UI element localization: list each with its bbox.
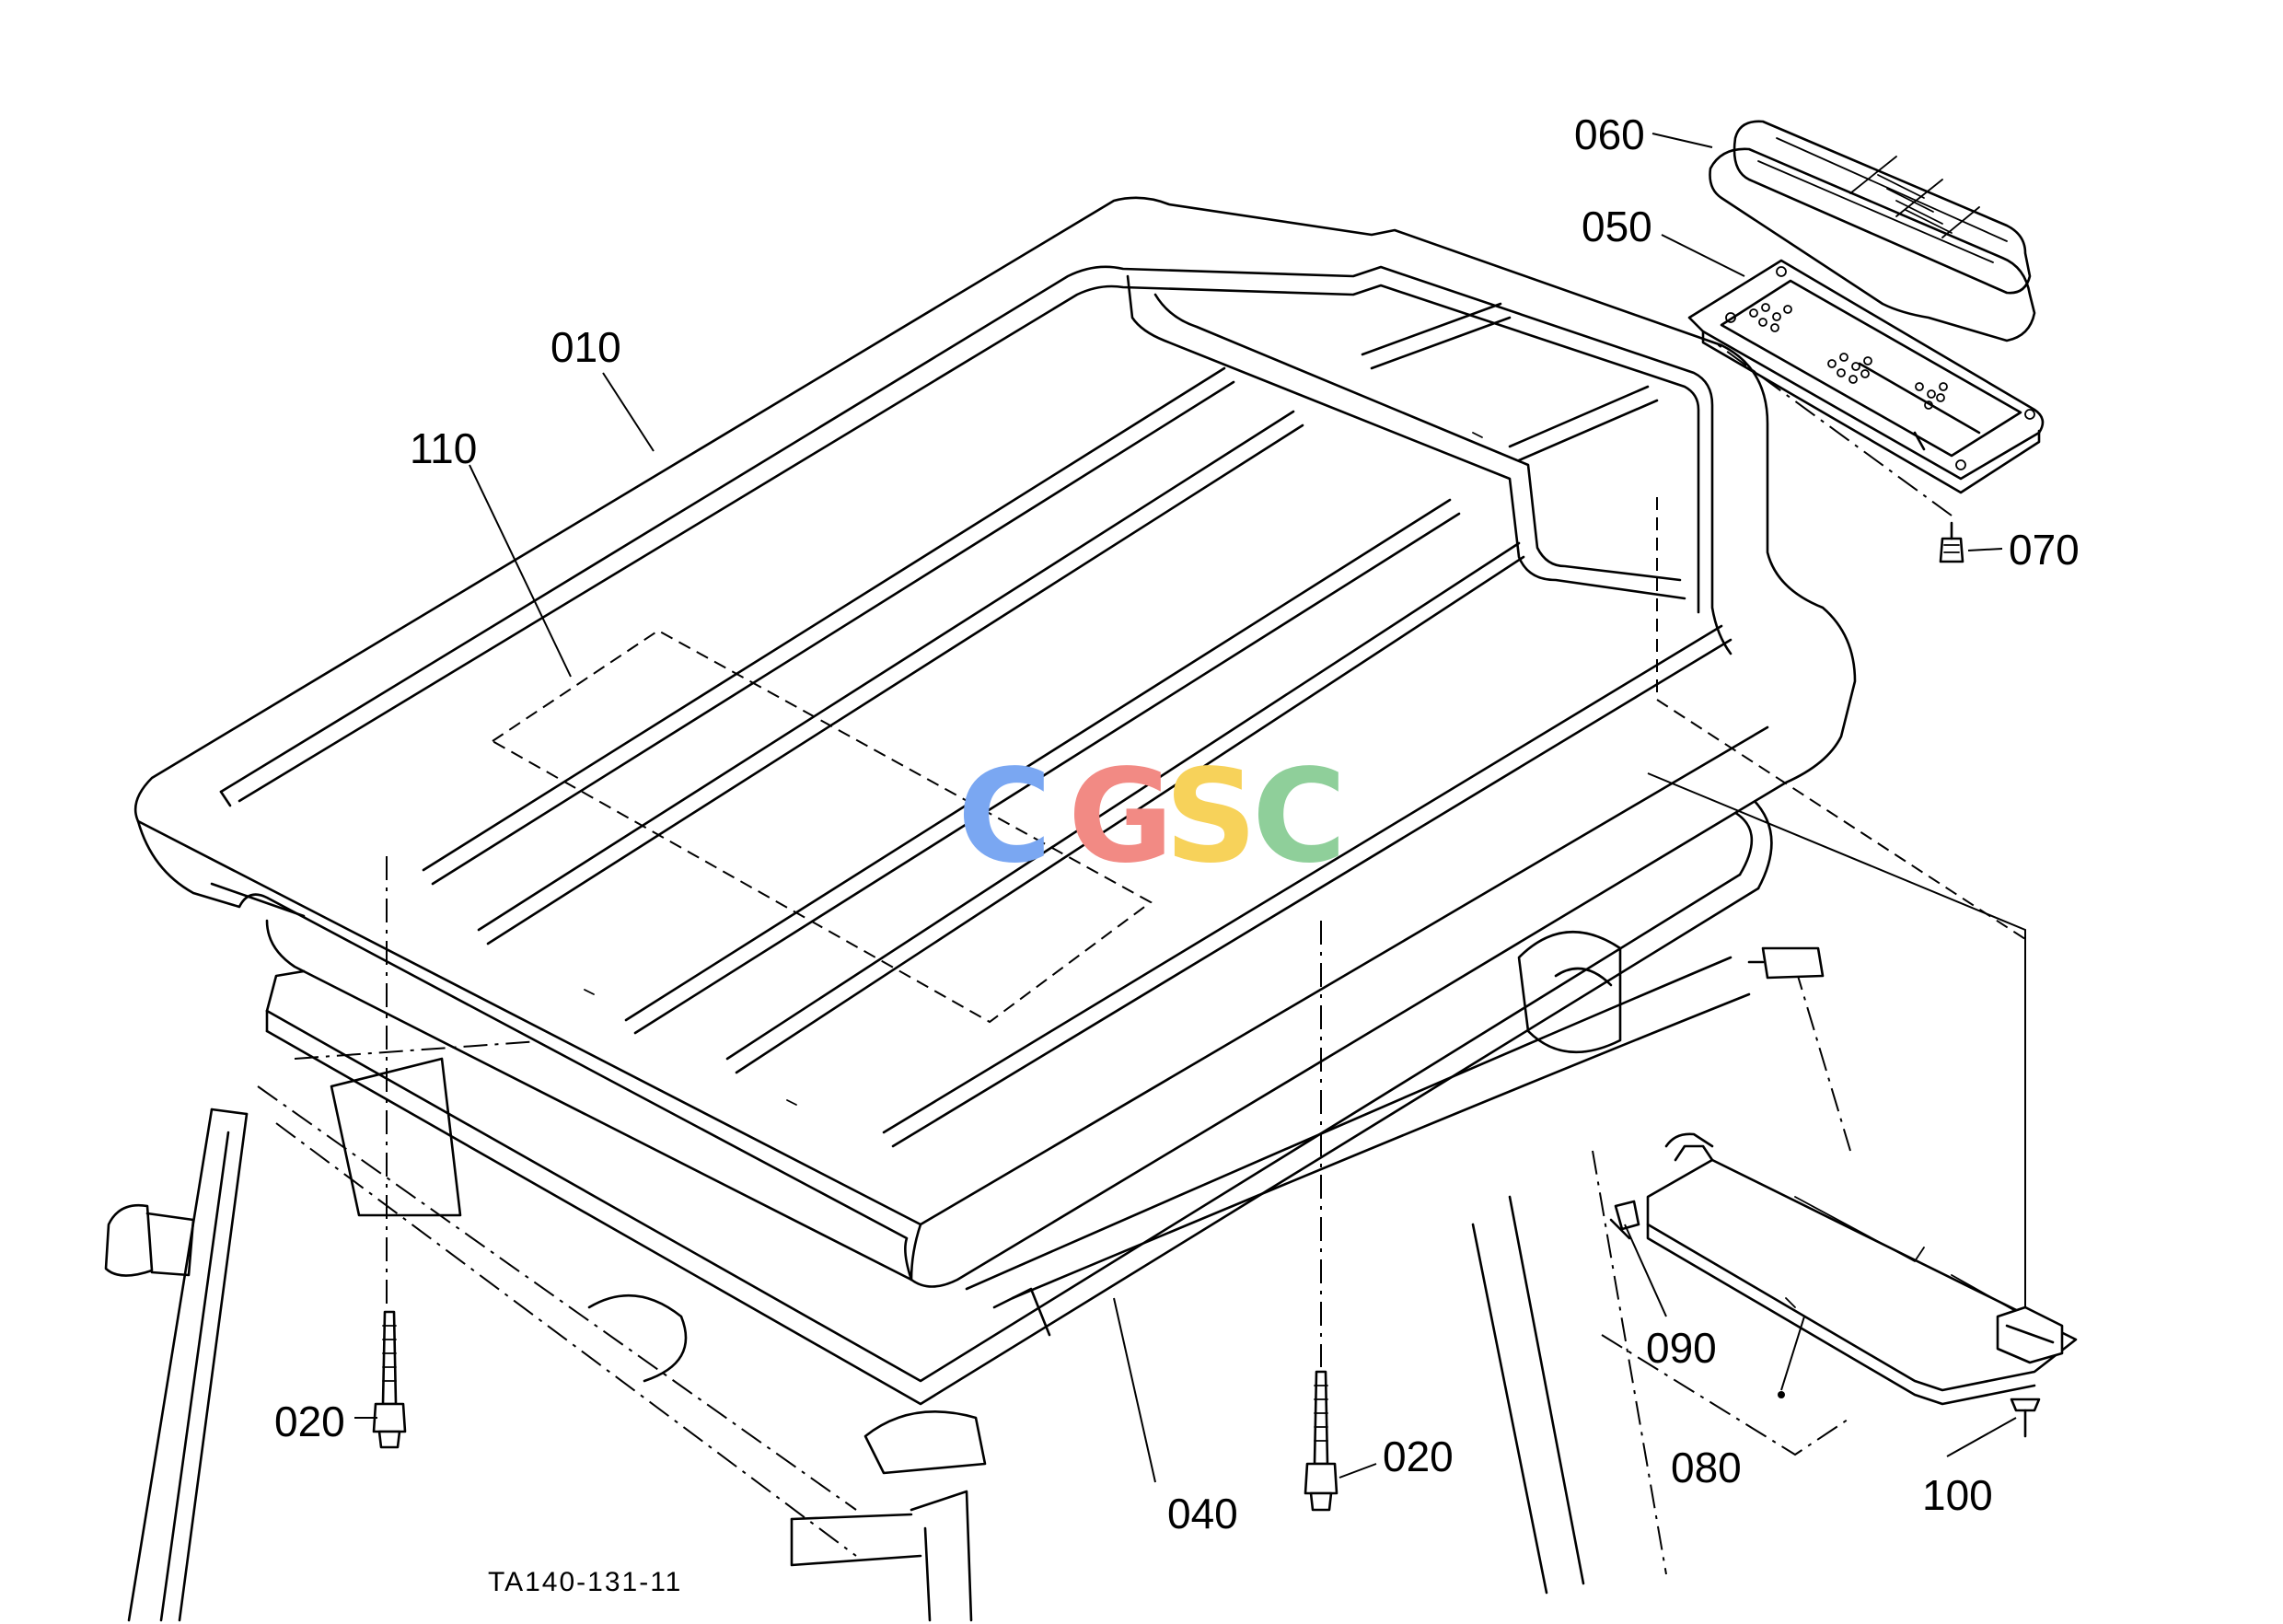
label-010: 010 xyxy=(550,323,621,371)
watermark-letter-c1: C xyxy=(957,742,1052,892)
watermark-letter-c2: C xyxy=(1252,742,1347,892)
label-100: 100 xyxy=(1922,1471,1993,1519)
seal-040-shape xyxy=(265,790,1773,1406)
label-080: 080 xyxy=(1671,1444,1742,1491)
bolt-020-left-shape xyxy=(372,1310,407,1449)
watermark: C G S C xyxy=(957,742,1347,892)
label-040: 040 xyxy=(1167,1490,1238,1537)
assembly-lines xyxy=(386,340,2026,1456)
hinge-bracket-shape xyxy=(1609,1132,2078,1438)
label-060: 060 xyxy=(1574,110,1645,158)
label-070: 070 xyxy=(2009,526,2080,574)
label-090: 090 xyxy=(1646,1324,1717,1372)
bolt-020-right-shape xyxy=(1304,1370,1339,1512)
lens-060-shape xyxy=(1709,120,2036,342)
watermark-letter-g: G xyxy=(1068,742,1174,892)
part-labels: 010 110 060 050 070 020 020 040 090 080 … xyxy=(274,110,2080,1537)
base-050-shape xyxy=(1687,259,2045,494)
label-110: 110 xyxy=(410,424,477,472)
drawing-code: TA140-131-11 xyxy=(488,1567,682,1597)
label-020-right: 020 xyxy=(1383,1433,1454,1480)
roof-panel-010-shape xyxy=(133,196,1857,1288)
label-050: 050 xyxy=(1582,203,1652,250)
label-leaders xyxy=(354,133,2017,1483)
label-020-left: 020 xyxy=(274,1398,345,1445)
screw-070-shape xyxy=(1939,521,1964,563)
watermark-letter-s: S xyxy=(1165,742,1257,892)
